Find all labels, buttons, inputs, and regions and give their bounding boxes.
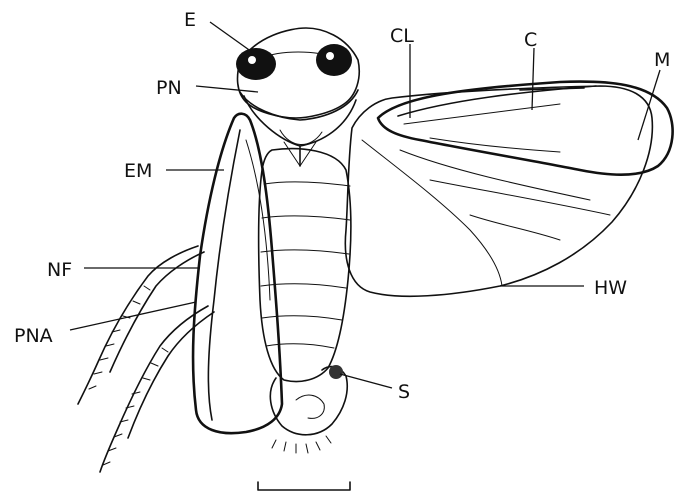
label-PNA: PNA	[14, 325, 53, 347]
label-E: E	[184, 9, 196, 31]
label-CL: CL	[390, 25, 414, 47]
label-EM: EM	[124, 160, 152, 182]
label-S: S	[398, 381, 410, 403]
hind-wing	[345, 86, 652, 296]
left-forewing	[193, 114, 282, 433]
label-HW: HW	[594, 277, 627, 299]
left-eye	[236, 48, 276, 80]
label-M: M	[654, 49, 670, 71]
label-C: C	[524, 29, 537, 51]
right-eye	[316, 44, 352, 76]
scale-bar	[258, 482, 350, 490]
label-NF: NF	[47, 259, 72, 281]
label-PN: PN	[156, 77, 182, 99]
head	[236, 28, 359, 120]
abdomen	[259, 149, 351, 453]
